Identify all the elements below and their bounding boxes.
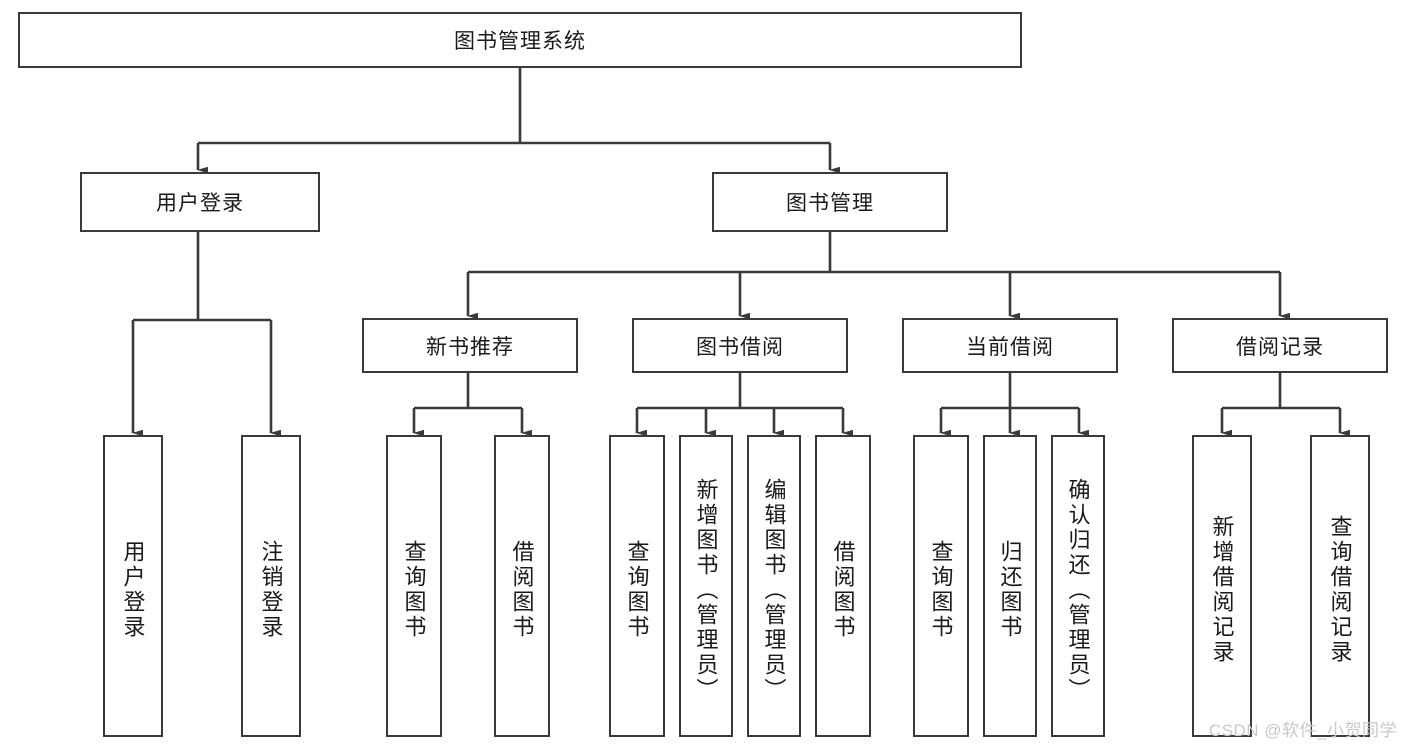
node-label: 借阅图书 bbox=[509, 540, 535, 640]
node-label: 借阅记录 bbox=[1236, 335, 1324, 359]
node-label: 新增图书（管理员） bbox=[693, 477, 719, 703]
node-user-login[interactable]: 用户登录 bbox=[80, 172, 320, 232]
leaf-query-books-cb[interactable]: 查询图书 bbox=[913, 435, 969, 737]
leaf-confirm-return-admin[interactable]: 确认归还（管理员） bbox=[1051, 435, 1105, 737]
node-label: 注销登录 bbox=[258, 540, 284, 640]
node-label: 图书管理系统 bbox=[454, 30, 586, 53]
node-label: 新书推荐 bbox=[426, 335, 514, 359]
node-label: 归还图书 bbox=[997, 540, 1023, 640]
leaf-query-borrow-record[interactable]: 查询借阅记录 bbox=[1310, 435, 1370, 737]
leaf-add-borrow-record[interactable]: 新增借阅记录 bbox=[1192, 435, 1252, 737]
node-current-borrowing[interactable]: 当前借阅 bbox=[902, 318, 1118, 373]
node-label: 查询图书 bbox=[401, 540, 427, 640]
leaf-return-books[interactable]: 归还图书 bbox=[983, 435, 1037, 737]
node-new-book-recommendation[interactable]: 新书推荐 bbox=[362, 318, 578, 373]
node-label: 新增借阅记录 bbox=[1209, 515, 1235, 665]
node-label: 图书管理 bbox=[786, 192, 874, 215]
node-book-borrowing[interactable]: 图书借阅 bbox=[632, 318, 848, 373]
leaf-edit-book-admin[interactable]: 编辑图书（管理员） bbox=[747, 435, 801, 737]
leaf-query-books-nbr[interactable]: 查询图书 bbox=[386, 435, 442, 737]
leaf-query-books-bb[interactable]: 查询图书 bbox=[609, 435, 665, 737]
node-borrowing-records[interactable]: 借阅记录 bbox=[1172, 318, 1388, 373]
node-label: 查询图书 bbox=[928, 540, 954, 640]
node-label: 当前借阅 bbox=[966, 335, 1054, 359]
node-label: 用户登录 bbox=[156, 192, 244, 215]
leaf-borrow-books-bb[interactable]: 借阅图书 bbox=[815, 435, 871, 737]
node-book-management[interactable]: 图书管理 bbox=[712, 172, 948, 232]
node-label: 用户登录 bbox=[120, 540, 146, 640]
node-label: 确认归还（管理员） bbox=[1065, 477, 1091, 703]
leaf-add-book-admin[interactable]: 新增图书（管理员） bbox=[679, 435, 733, 737]
leaf-borrow-books-nbr[interactable]: 借阅图书 bbox=[494, 435, 550, 737]
leaf-logout[interactable]: 注销登录 bbox=[241, 435, 301, 737]
leaf-user-login[interactable]: 用户登录 bbox=[103, 435, 163, 737]
node-label: 查询图书 bbox=[624, 540, 650, 640]
node-label: 编辑图书（管理员） bbox=[761, 477, 787, 703]
node-label: 查询借阅记录 bbox=[1327, 515, 1353, 665]
node-label: 借阅图书 bbox=[830, 540, 856, 640]
csdn-watermark: CSDN @软件_小贺同学 bbox=[1208, 721, 1397, 740]
node-label: 图书借阅 bbox=[696, 335, 784, 359]
node-root-book-management-system[interactable]: 图书管理系统 bbox=[18, 12, 1022, 68]
